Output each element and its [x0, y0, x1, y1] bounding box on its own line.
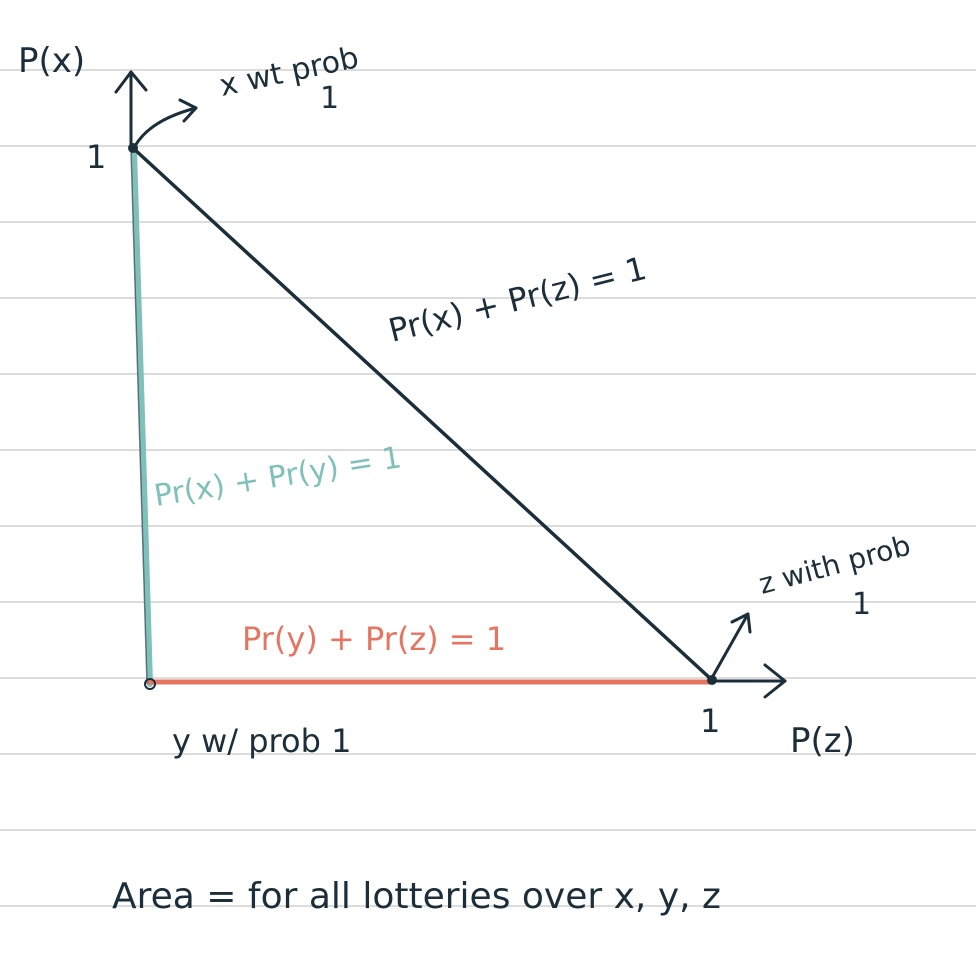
z-vertex-label: z with prob	[755, 529, 914, 601]
x-vertex-prob: 1	[320, 81, 339, 116]
y-axis-arrowhead	[114, 70, 148, 94]
edge-x-y	[131, 147, 153, 687]
edge-x-z	[131, 146, 714, 682]
vertex-z	[707, 675, 717, 685]
ruled-lines	[0, 69, 976, 907]
edge-x-y-outline	[130, 149, 148, 685]
x-axis-tick: 1	[700, 702, 720, 740]
x-vertex-label: x wt prob	[216, 40, 361, 104]
horizontal-edge-label: Pr(y) + Pr(z) = 1	[242, 620, 506, 658]
y-axis-label: P(x)	[18, 41, 85, 81]
caption: Area = for all lotteries over x, y, z	[112, 876, 721, 917]
z-vertex-arrow	[711, 612, 752, 678]
x-vertex-arrow	[133, 98, 198, 148]
y-vertex-label: y w/ prob 1	[172, 722, 351, 760]
y-axis-tick: 1	[86, 138, 106, 176]
vertical-edge-label: Pr(x) + Pr(y) = 1	[152, 440, 404, 514]
hypotenuse-label: Pr(x) + Pr(z) = 1	[385, 249, 650, 350]
z-vertex-prob: 1	[852, 587, 871, 622]
x-axis	[710, 663, 787, 699]
vertex-y	[144, 678, 156, 690]
x-axis-label: P(z)	[790, 721, 855, 761]
x-axis-arrowhead	[763, 663, 787, 699]
y-axis	[114, 70, 148, 150]
